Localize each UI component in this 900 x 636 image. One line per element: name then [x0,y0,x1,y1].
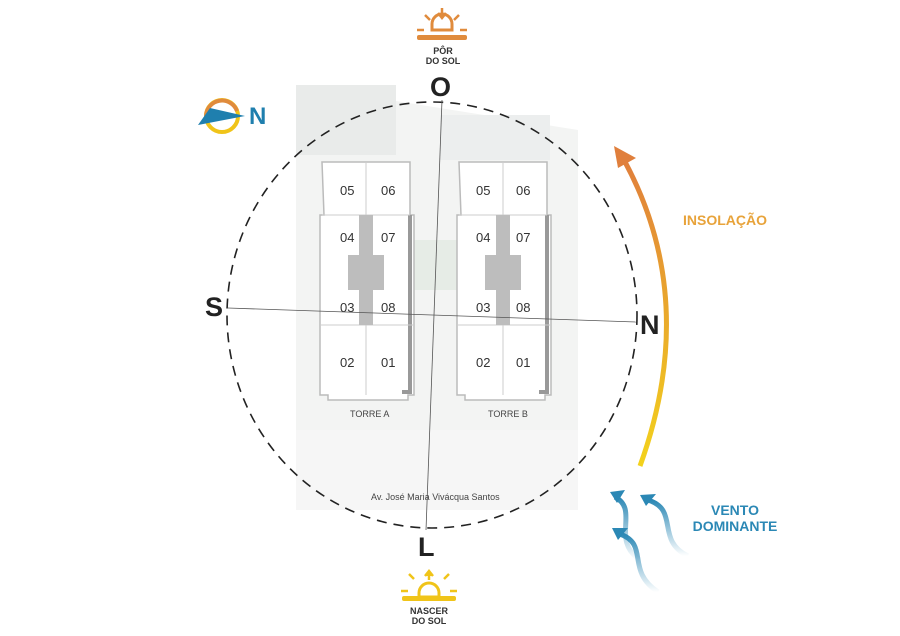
unit-label: 04 [476,230,490,245]
south-north-axis [227,307,637,323]
tower-b-label: TORRE B [488,409,528,419]
insolation-arrowhead [614,146,636,168]
tower-a-label: TORRE A [350,409,390,419]
unit-label: 05 [476,183,490,198]
cardinal-east: L [418,532,435,562]
compass-north-icon [198,98,245,134]
unit-label: 08 [516,300,530,315]
tower-a-plan [319,161,415,401]
insolation-label: INSOLAÇÃO [683,212,767,228]
orientation-circle [226,101,638,529]
sunset-icon [417,8,467,40]
cardinal-north: N [640,310,660,340]
unit-label: 02 [476,355,490,370]
unit-label: 06 [516,183,530,198]
sunrise-icon [401,568,457,601]
unit-label: 03 [476,300,490,315]
unit-label: 04 [340,230,354,245]
unit-label: 07 [516,230,530,245]
unit-label: 08 [381,300,395,315]
unit-label: 01 [516,355,530,370]
cardinal-west: O [430,72,452,102]
unit-label: 07 [381,230,395,245]
insolation-arrow [621,158,669,467]
wind-arrows [613,494,690,595]
compass-label: N [249,103,267,130]
unit-label: 02 [340,355,354,370]
unit-label: 01 [381,355,395,370]
wind-arrowheads [610,490,656,540]
cardinal-south: S [205,292,224,322]
unit-label: 03 [340,300,354,315]
street-label: Av. José Maria Vivácqua Santos [371,492,500,502]
unit-label: 06 [381,183,395,198]
unit-label: 05 [340,183,354,198]
unit-labels: 05 06 04 07 03 08 02 01 05 06 04 07 03 08 02 01 [340,183,530,370]
tower-b-plan [456,161,552,401]
